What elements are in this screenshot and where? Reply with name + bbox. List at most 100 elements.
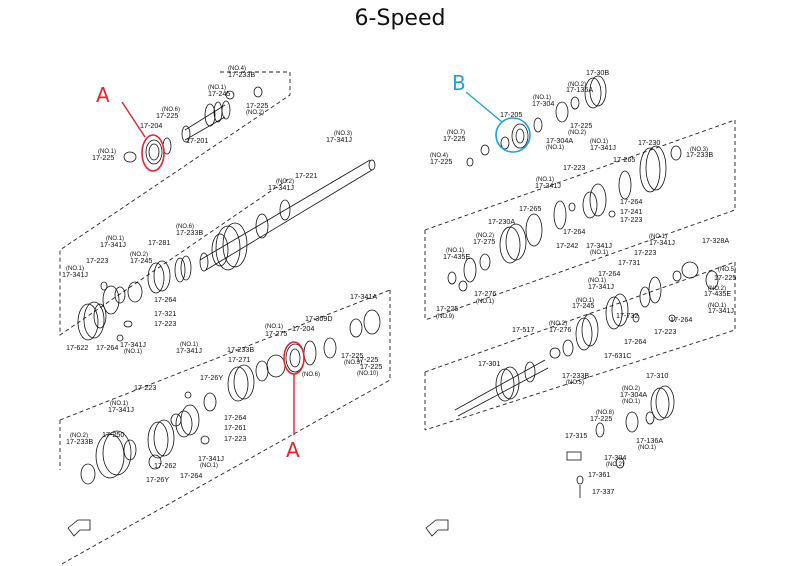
front-arrow-left [67, 519, 91, 537]
left-part-label: 17-204 [140, 121, 162, 130]
right-part-label: 17-341J [590, 143, 616, 152]
right-part-label: 17-435E [443, 252, 470, 261]
left-part-label: 17-341J [62, 270, 88, 279]
left-part-label: 17-223 [134, 383, 156, 392]
right-part-label: 17-264 [563, 227, 585, 236]
marker-a-top: A [96, 83, 165, 172]
right-part-label: (NO.1) [533, 95, 551, 101]
left-part-label: (NO.2) [70, 433, 88, 439]
left-part-label: 17-221 [295, 171, 317, 180]
left-part-label: (NO.1) [106, 236, 124, 242]
right-part-label: 17-245 [572, 301, 594, 310]
left-part-label: 17-341J [176, 346, 202, 355]
left-part-label: 17-225 [246, 101, 268, 110]
left-part-label: 17-264 [96, 343, 118, 352]
right-part-label: (NO.1) [638, 445, 656, 451]
right-part-label: (NO.2) [549, 321, 567, 327]
right-part-label: (NO.5) [718, 267, 736, 273]
left-part-label: 17-341J [108, 405, 134, 414]
right-part-label: (NO.2) [568, 130, 586, 136]
right-part-label: 17-242 [556, 241, 578, 250]
left-part-label: (NO.1) [265, 324, 283, 330]
right-part-label: (NO.8) [596, 410, 614, 416]
left-part-label: 17-225 [156, 111, 178, 120]
right-part-label: 17-732 [616, 311, 638, 320]
right-part-label: 17-241 [620, 207, 642, 216]
left-part-label: 17-233B [176, 228, 203, 237]
left-part-label: 17-26Y [146, 475, 169, 484]
right-part-label: 17-304 [604, 453, 626, 462]
right-part-label: 17-136A [566, 85, 593, 94]
right-part-label: 17-264 [624, 337, 646, 346]
left-part-label: 17-264 [180, 471, 202, 480]
right-upper-frame [424, 119, 736, 321]
left-part-label: 17-264 [154, 295, 176, 304]
right-part-label: 17-304A [620, 390, 647, 399]
diagram-title: 6-Speed [354, 6, 446, 31]
right-part-label: (NO.4) [430, 153, 448, 159]
left-part-label: (NO.4) [228, 66, 246, 72]
right-part-label: 17-225 [436, 304, 458, 313]
left-part-label: 17-281 [148, 238, 170, 247]
left-part-label: 17-250 [102, 430, 124, 439]
right-part-label: (NO.1) [708, 303, 726, 309]
right-part-label: 17-225 [714, 273, 736, 282]
left-part-label: (NO.1) [200, 463, 218, 469]
right-part-label: 17-223 [634, 248, 656, 257]
right-part-label: 17-341J [649, 238, 675, 247]
left-part-label: 17-262 [154, 461, 176, 470]
left-part-label: 17-233B [66, 437, 93, 446]
right-counter-shaft [454, 339, 675, 498]
right-part-label: 17-315 [565, 431, 587, 440]
marker-b: B [452, 71, 531, 153]
right-part-label: 17-304A [546, 136, 573, 145]
left-part-label: 17-271 [228, 355, 250, 364]
right-part-label: 17-337 [592, 487, 614, 496]
right-part-label: (NO.9) [436, 314, 454, 320]
right-part-label: 17-341J [708, 306, 734, 315]
left-part-label: 17-225 [341, 351, 363, 360]
left-part-label: (NO.1) [124, 349, 142, 355]
left-part-label: (NO.2) [246, 110, 264, 116]
right-part-label: (NO.1) [576, 298, 594, 304]
right-part-label: (NO.7) [447, 130, 465, 136]
right-part-label: 17-264 [620, 197, 642, 206]
left-part-label: (NO.1) [180, 342, 198, 348]
left-part-label: (NO.1) [110, 401, 128, 407]
right-part-label: 17-341J [586, 241, 612, 250]
right-part-label: 17-205 [500, 110, 522, 119]
left-lower-frame [59, 289, 391, 566]
right-upper-gear-cluster [447, 145, 682, 292]
right-part-label: 17-341J [588, 282, 614, 291]
right-part-label: 17-223 [654, 327, 676, 336]
right-part-label: 17-225 [590, 414, 612, 423]
right-lower-gear-cluster [575, 261, 719, 351]
left-part-label: 17-622 [66, 343, 88, 352]
left-part-label: 17-223 [86, 256, 108, 265]
left-top-shaft [123, 86, 263, 165]
right-part-label: (NO.1) [590, 139, 608, 145]
left-part-label: 17-341J [268, 183, 294, 192]
right-part-label: 17-230A [488, 217, 515, 226]
left-part-label: 17-321 [154, 309, 176, 318]
right-part-label: 17-631C [604, 351, 632, 360]
left-part-label: 17-245 [208, 89, 230, 98]
marker-a-bottom: A [283, 341, 305, 462]
left-part-label: 17-225 [92, 153, 114, 162]
right-part-labels: 17-30B(NO.2)17-136A(NO.1)17-30417-20517-… [430, 68, 736, 496]
right-part-label: 17-310 [646, 371, 668, 380]
right-part-label: 17-233B [562, 371, 589, 380]
right-part-label: 17-276 [549, 325, 571, 334]
marker-b-label: B [452, 71, 466, 95]
left-part-label: 17-341J [326, 135, 352, 144]
left-part-label: 17-264 [224, 413, 246, 422]
left-part-label: 17-275 [265, 329, 287, 338]
left-part-label: 17-223 [154, 319, 176, 328]
left-part-label: (NO.2) [276, 179, 294, 185]
right-part-label: 17-341J [535, 181, 561, 190]
right-lower-frame [424, 261, 736, 431]
right-part-label: (NO.1) [446, 248, 464, 254]
right-part-label: 17-223 [620, 215, 642, 224]
right-part-label: 17-225 [430, 157, 452, 166]
